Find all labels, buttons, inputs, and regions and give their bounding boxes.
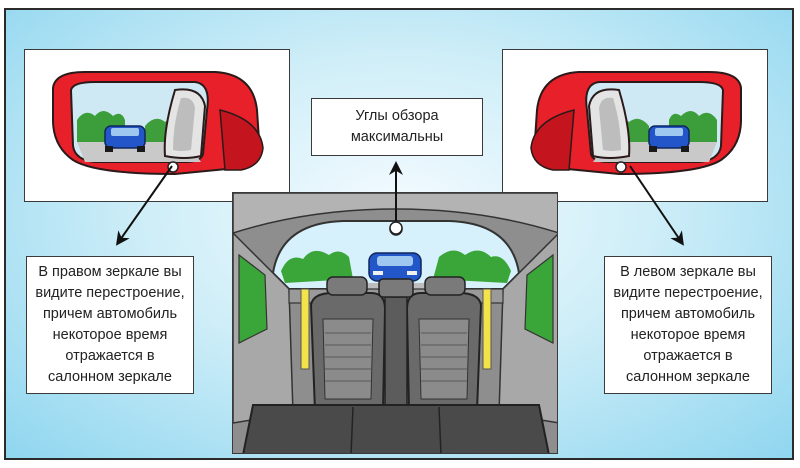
left-mirror-panel	[502, 49, 768, 202]
right-mirror-panel	[24, 49, 290, 202]
car-interior-icon	[233, 193, 557, 453]
car-interior-panel	[232, 192, 558, 454]
left-mirror-caption: В левом зеркале вы видите перестроение, …	[604, 256, 772, 394]
left-side-mirror-icon	[530, 71, 742, 176]
right-side-mirror-icon	[52, 71, 264, 176]
following-car-icon	[368, 252, 422, 282]
center-label: Углы обзора максимальны	[311, 98, 483, 156]
reflected-car-icon	[104, 125, 146, 152]
right-mirror-caption: В правом зеркале вы видите перестроение,…	[26, 256, 194, 394]
